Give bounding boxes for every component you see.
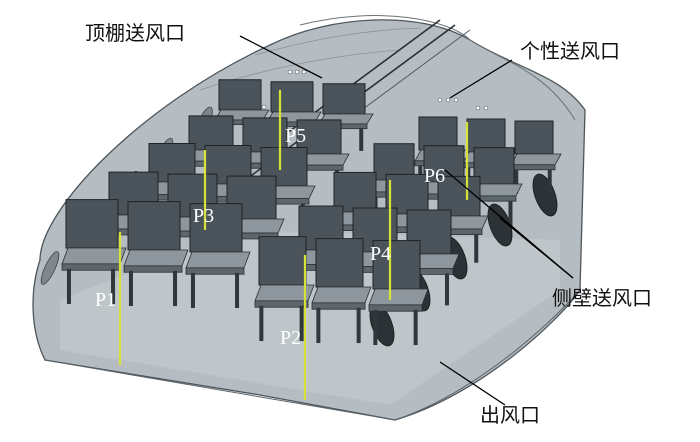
point-label-p2: P2	[280, 327, 301, 349]
seat	[368, 240, 429, 346]
personal-vent-label: 个性送风口	[520, 39, 620, 63]
seat	[510, 120, 562, 194]
leader-personal-vent	[449, 59, 513, 99]
point-label-p5: P5	[285, 125, 306, 147]
point-label-p3: P3	[193, 205, 214, 227]
seat-row	[254, 236, 429, 346]
seat	[123, 201, 189, 307]
seat	[311, 238, 372, 344]
leader-lines	[239, 35, 574, 406]
leader-sidewall-vent-2	[499, 217, 574, 279]
seat-row	[61, 199, 251, 309]
seat	[469, 147, 523, 228]
leader-ceiling-vent	[239, 35, 323, 79]
seat	[214, 79, 270, 147]
seat	[254, 236, 315, 342]
leader-outlet	[439, 361, 506, 406]
outlet-label: 出风口	[480, 403, 540, 427]
point-label-p6: P6	[424, 165, 445, 187]
sidewall-vent-label: 侧壁送风口	[552, 286, 652, 310]
point-label-p1: P1	[95, 289, 116, 311]
point-labels: P1 P2 P3 P4 P5 P6	[95, 125, 445, 349]
seat	[185, 203, 251, 309]
point-label-p4: P4	[370, 243, 391, 265]
ceiling-vent-label: 顶棚送风口	[85, 21, 185, 45]
seat	[61, 199, 127, 305]
seat	[222, 175, 285, 270]
probe-lines	[118, 90, 469, 400]
seat-rows	[61, 79, 562, 346]
